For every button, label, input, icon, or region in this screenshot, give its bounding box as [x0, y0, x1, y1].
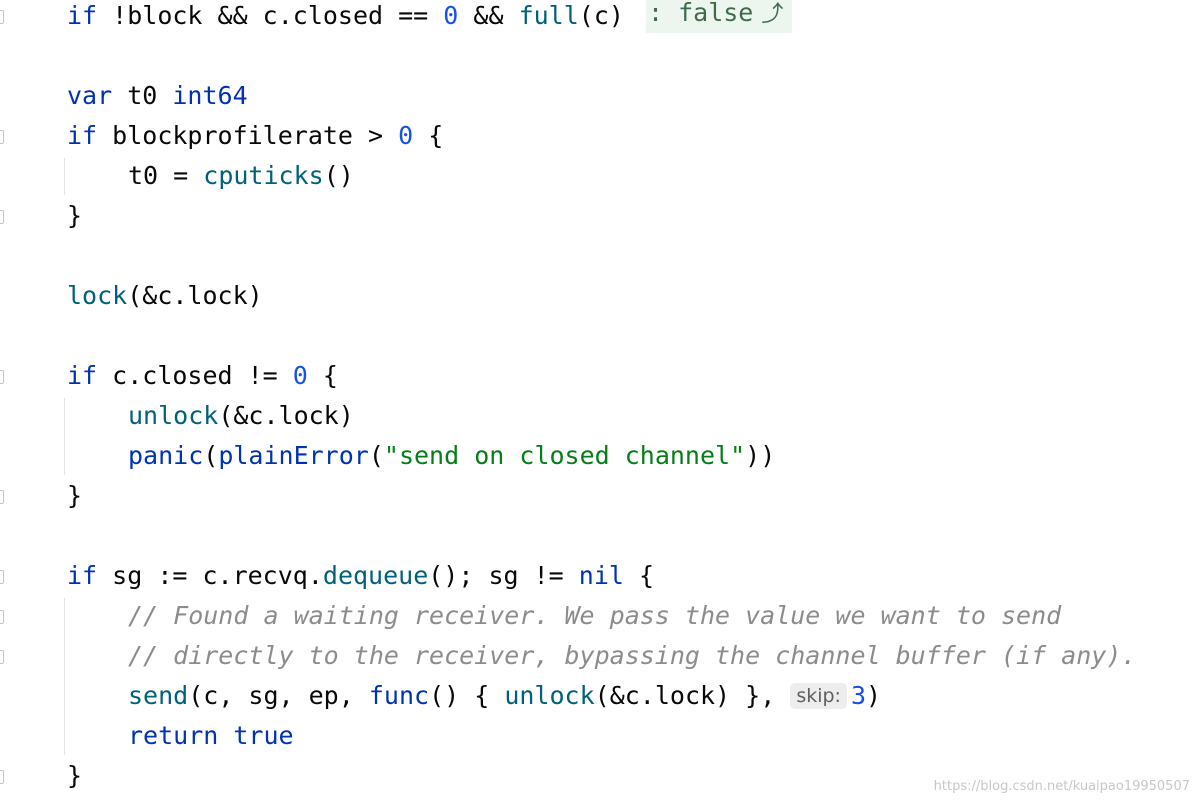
- code-line-10[interactable]: if c.closed != 0 {: [0, 356, 338, 396]
- code-line-17[interactable]: // directly to the receiver, bypassing t…: [0, 636, 1136, 676]
- watermark: https://blog.csdn.net/kuaipao19950507: [933, 779, 1190, 794]
- code-line-6[interactable]: }: [0, 196, 82, 236]
- code-text: panic(plainError("send on closed channel…: [128, 441, 776, 470]
- code-text: if c.closed != 0 {: [67, 361, 338, 390]
- fold-marker-icon[interactable]: [0, 130, 4, 144]
- code-comment: // Found a waiting receiver. We pass the…: [128, 601, 1062, 630]
- code-line-20[interactable]: }: [0, 756, 82, 796]
- code-line-5[interactable]: t0 = cputicks(): [0, 156, 354, 196]
- code-line-16[interactable]: // Found a waiting receiver. We pass the…: [0, 596, 1061, 636]
- code-text: var t0 int64: [67, 81, 248, 110]
- fold-marker-icon[interactable]: [0, 490, 4, 504]
- code-line-8[interactable]: lock(&c.lock): [0, 276, 263, 316]
- code-text: unlock(&c.lock): [128, 401, 354, 430]
- fold-marker-icon[interactable]: [0, 650, 4, 664]
- code-text: t0 = cputicks(): [128, 161, 354, 190]
- fold-marker-icon[interactable]: [0, 610, 4, 624]
- code-line-13[interactable]: }: [0, 476, 82, 516]
- parameter-hint: skip:: [790, 683, 847, 709]
- code-text: lock(&c.lock): [67, 281, 263, 310]
- code-line-15[interactable]: if sg := c.recvq.dequeue(); sg != nil {: [0, 556, 654, 596]
- indent-guide: [64, 598, 65, 755]
- code-text: }: [67, 481, 83, 510]
- code-text: if blockprofilerate > 0 {: [67, 121, 444, 150]
- code-line-3[interactable]: var t0 int64: [0, 76, 248, 116]
- code-line-19[interactable]: return true: [0, 716, 294, 756]
- code-text: }: [67, 201, 83, 230]
- fold-marker-icon[interactable]: [0, 210, 4, 224]
- indent-guide: [64, 398, 65, 475]
- code-text: }: [67, 761, 83, 790]
- code-text: return true: [128, 721, 294, 750]
- fold-marker-icon[interactable]: [0, 10, 4, 24]
- code-line-12[interactable]: panic(plainError("send on closed channel…: [0, 436, 775, 476]
- indent-guide: [64, 158, 65, 195]
- code-line-11[interactable]: unlock(&c.lock): [0, 396, 354, 436]
- code-text: send(c, sg, ep, func() { unlock(&c.lock)…: [128, 681, 882, 710]
- code-line-18[interactable]: send(c, sg, ep, func() { unlock(&c.lock)…: [0, 676, 881, 716]
- code-text: if !block && c.closed == 0 && full(c): [67, 1, 640, 30]
- fold-marker-icon[interactable]: [0, 770, 4, 784]
- fold-marker-icon[interactable]: [0, 370, 4, 384]
- code-text: if sg := c.recvq.dequeue(); sg != nil {: [67, 561, 655, 590]
- code-line-4[interactable]: if blockprofilerate > 0 {: [0, 116, 443, 156]
- inline-debug-value[interactable]: : false⤴: [646, 0, 792, 33]
- jump-to-value-icon[interactable]: ⤴: [761, 2, 784, 27]
- code-comment: // directly to the receiver, bypassing t…: [128, 641, 1137, 670]
- code-line-1[interactable]: if !block && c.closed == 0 && full(c) : …: [0, 0, 1200, 36]
- fold-marker-icon[interactable]: [0, 570, 4, 584]
